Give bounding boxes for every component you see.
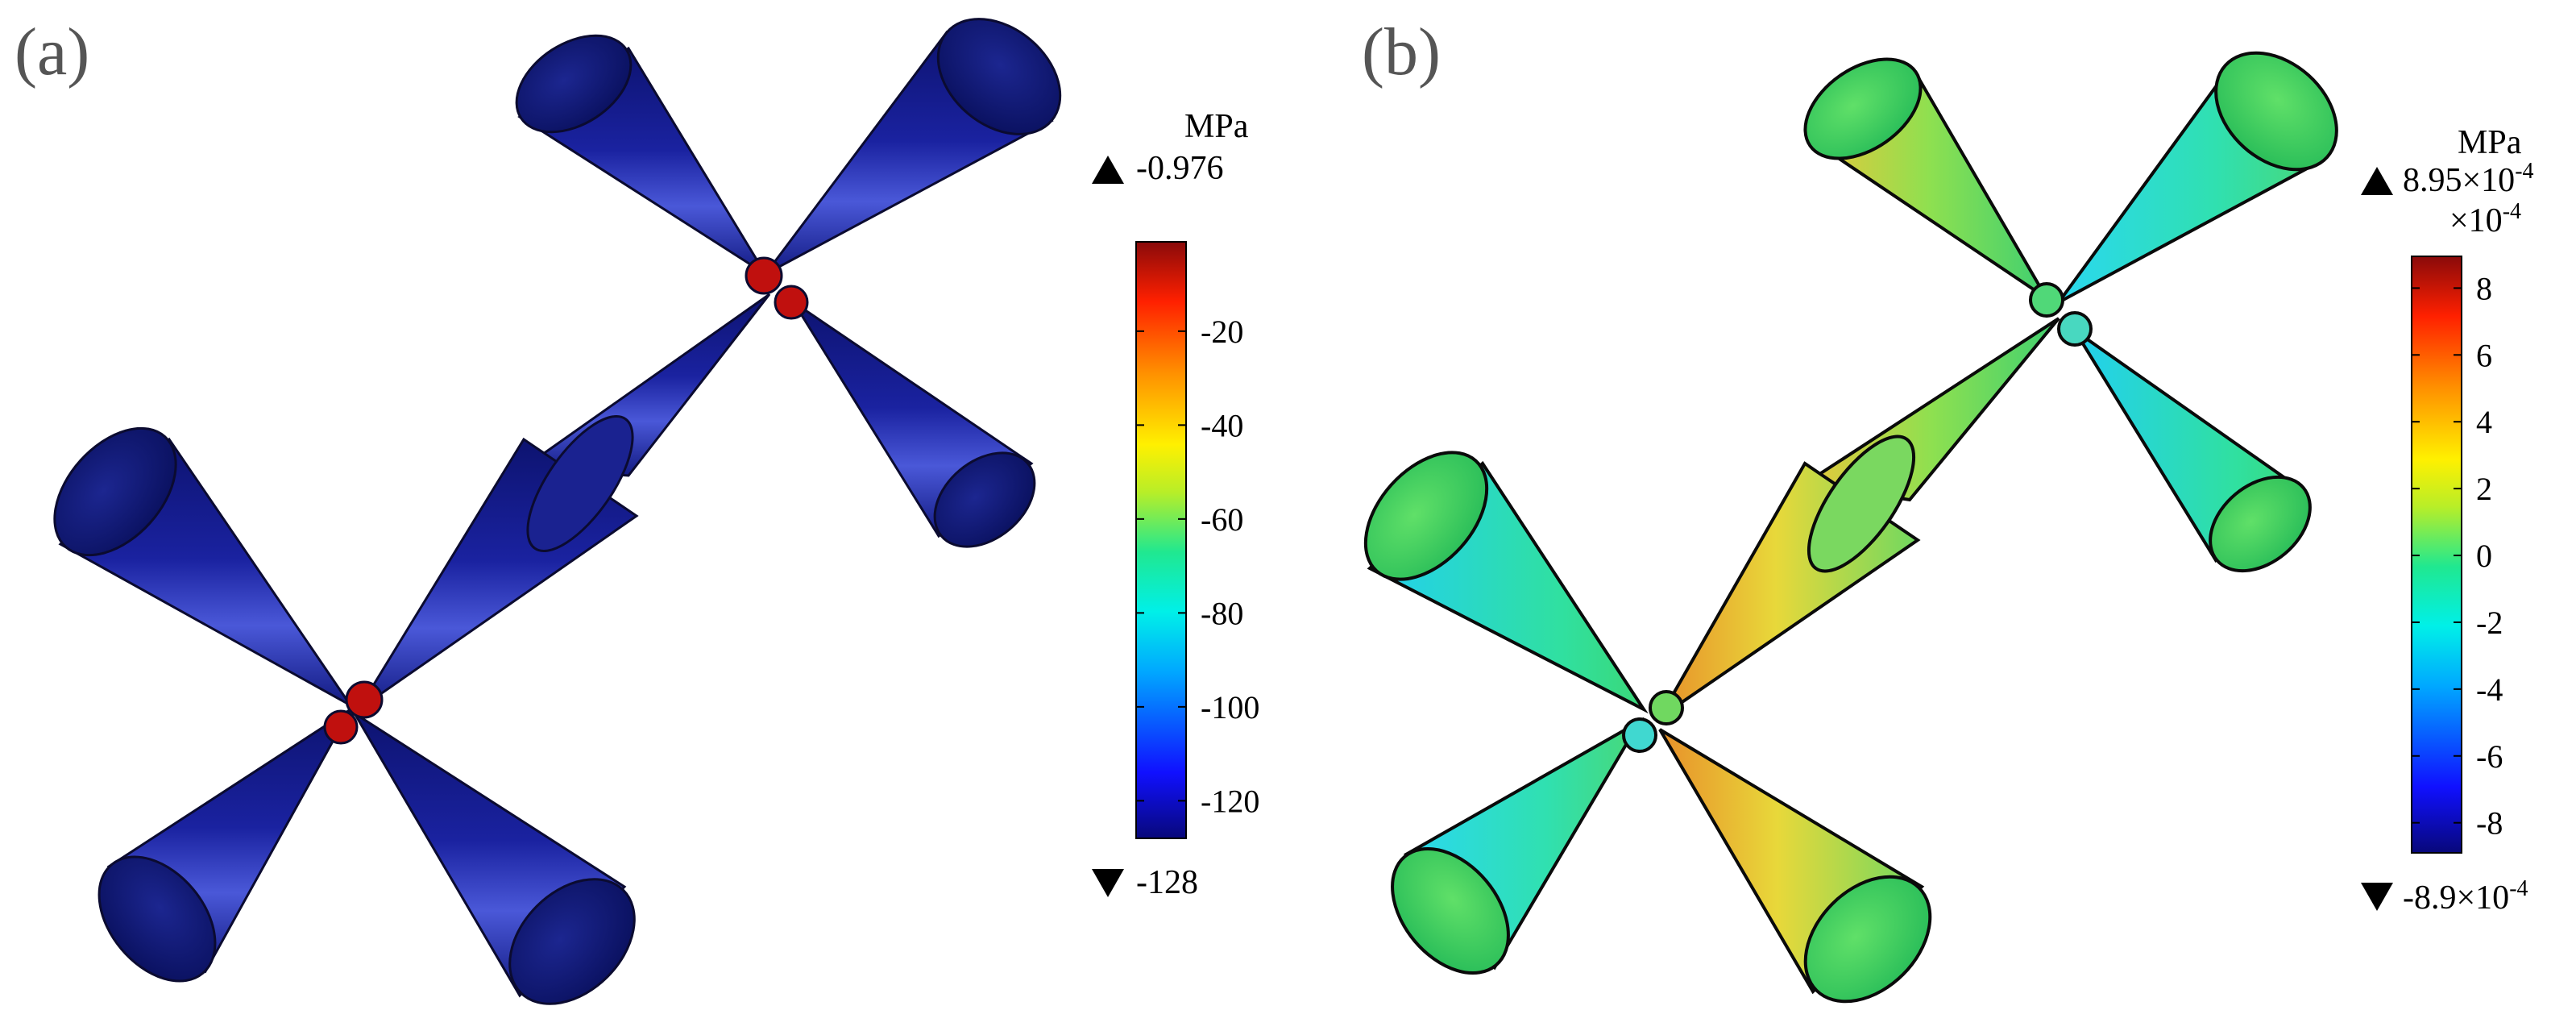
colorbar-tick-label: 4 (2476, 404, 2492, 440)
strut-a-upper (520, 293, 771, 477)
colorbar-b-gradient (2411, 256, 2462, 854)
cone-cap-a-2 (936, 18, 1062, 135)
joint-b-top-1 (2029, 282, 2064, 318)
colorbar-tick-label: -120 (1201, 783, 1259, 819)
frame-structure-a (53, 18, 1062, 1005)
colorbar-b: MPa 8.95×10-4 ×10-4 8 6 4 2 0 -2 -4 -6 -8 -8.9×1… (2361, 124, 2534, 917)
colorbar-tick-label: -8 (2476, 805, 2503, 842)
colorbar-a-min: -128 (1136, 864, 1198, 901)
joint-a-top-2 (774, 285, 809, 320)
colorbar-tick-label: -4 (2476, 671, 2503, 708)
joint-a-bot-2 (323, 709, 359, 745)
cone-cap-b-2 (2214, 51, 2338, 172)
frame-structure-b (1363, 51, 2338, 1004)
colorbar-tick-label: -20 (1201, 314, 1243, 350)
cone-cap-a-5 (97, 855, 217, 983)
colorbar-tick-label: -2 (2476, 605, 2503, 641)
colorbar-tick-label: 8 (2476, 270, 2492, 306)
panel-b-label: (b) (1362, 15, 1441, 89)
panel-a: (a) (15, 15, 1259, 1005)
strut-b-mid-ring (1807, 434, 1916, 573)
joint-a-top-1 (745, 256, 783, 295)
cone-cap-b-5 (1391, 846, 1510, 975)
joint-b-top-2 (2057, 311, 2093, 347)
cone-cap-a-1 (515, 34, 633, 134)
cone-cap-b-1 (1803, 57, 1923, 160)
joint-a-bot-1 (345, 680, 384, 719)
colorbar-tick-label: -100 (1201, 689, 1259, 725)
colorbar-tick-label: -6 (2476, 738, 2503, 775)
colorbar-b-scale: ×10-4 (2449, 199, 2521, 239)
cone-cap-a-4 (53, 426, 177, 557)
panel-b: (b) MPa (1362, 15, 2534, 1004)
strut-a-mid-ring (526, 415, 634, 552)
colorbar-a-ticks: -20 -40 -60 -80 -100 -120 (1136, 314, 1259, 819)
colorbar-b-max: 8.95×10-4 (2403, 159, 2534, 199)
joint-b-bot-2 (1622, 717, 1657, 753)
max-triangle-icon (2361, 167, 2393, 195)
panel-a-label: (a) (15, 15, 89, 89)
colorbar-tick-label: -60 (1201, 501, 1243, 538)
cone-cap-b-6 (1803, 875, 1932, 1004)
colorbar-tick-label: 6 (2476, 337, 2492, 373)
colorbar-tick-label: 2 (2476, 471, 2492, 507)
colorbar-tick-label: -80 (1201, 595, 1243, 631)
colorbar-a-max: -0.976 (1136, 150, 1224, 187)
min-triangle-icon (2361, 883, 2393, 911)
colorbar-a-gradient (1135, 241, 1187, 839)
colorbar-a-unit: MPa (1184, 108, 1249, 145)
colorbar-tick-label: 0 (2476, 538, 2492, 574)
min-triangle-icon (1092, 869, 1124, 897)
colorbar-b-min: -8.9×10-4 (2403, 876, 2528, 917)
colorbar-b-unit: MPa (2458, 124, 2522, 161)
cone-cap-b-4 (1363, 451, 1489, 581)
cone-cap-b-3 (2209, 475, 2312, 573)
cone-cap-a-6 (508, 878, 636, 1005)
colorbar-tick-label: -40 (1201, 407, 1243, 443)
colorbar-a: MPa -0.976 -20 -40 -60 -80 -100 -120 -128 (1092, 108, 1259, 901)
joint-b-bot-1 (1649, 690, 1684, 725)
max-triangle-icon (1092, 156, 1124, 184)
cone-cap-a-3 (933, 451, 1036, 548)
colorbar-b-ticks: 8 6 4 2 0 -2 -4 -6 -8 (2412, 270, 2503, 842)
